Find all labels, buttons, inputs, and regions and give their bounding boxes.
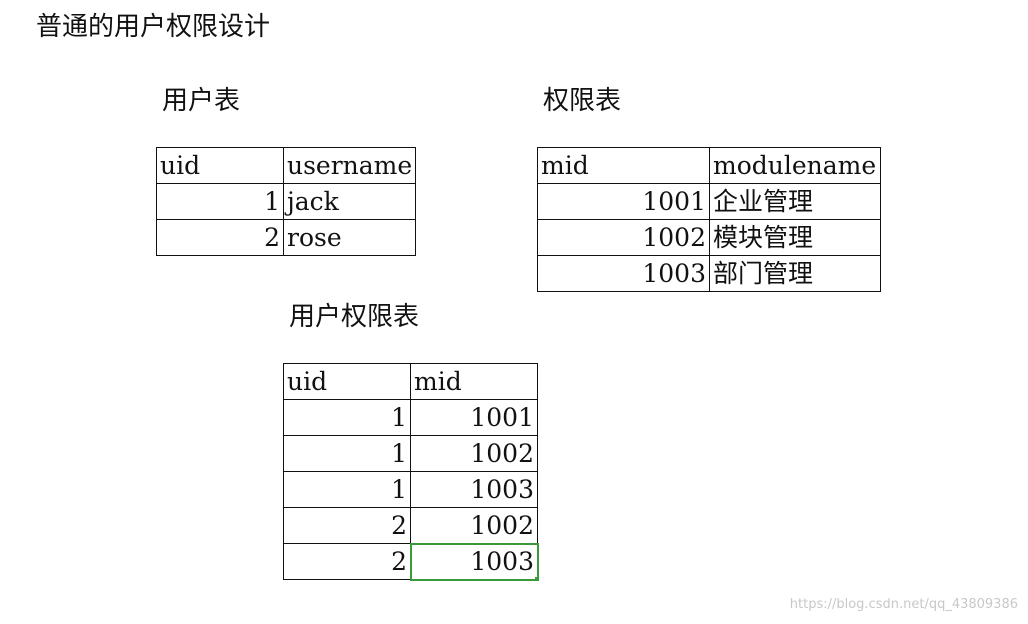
header-cell-mid[interactable]: mid bbox=[537, 147, 710, 184]
cell-uid[interactable]: 2 bbox=[283, 507, 411, 544]
cell-modulename[interactable]: 模块管理 bbox=[709, 219, 881, 256]
cell-modulename[interactable]: 部门管理 bbox=[709, 255, 881, 292]
page-title: 普通的用户权限设计 bbox=[36, 12, 271, 42]
table-header-row: uid username bbox=[156, 147, 417, 184]
users-table-title: 用户表 bbox=[162, 86, 241, 116]
table-row: 1002 模块管理 bbox=[537, 219, 881, 256]
table-row: 1 1002 bbox=[283, 435, 538, 472]
cell-uid[interactable]: 1 bbox=[156, 183, 284, 220]
cell-mid[interactable]: 1003 bbox=[537, 255, 710, 292]
header-cell-mid[interactable]: mid bbox=[410, 363, 538, 400]
table-row: 1003 部门管理 bbox=[537, 255, 881, 292]
table-row: 1 1001 bbox=[283, 399, 538, 436]
table-row: 2 rose bbox=[156, 219, 417, 256]
table-row: 2 1003 bbox=[283, 542, 539, 581]
permissions-table: mid modulename 1001 企业管理 1002 模块管理 1003 … bbox=[537, 147, 881, 292]
cell-mid[interactable]: 1003 bbox=[410, 471, 538, 508]
cell-uid[interactable]: 1 bbox=[283, 471, 411, 508]
selected-cell-mid[interactable]: 1003 bbox=[409, 542, 539, 581]
cell-uid[interactable]: 2 bbox=[283, 543, 411, 580]
header-cell-uid[interactable]: uid bbox=[156, 147, 284, 184]
cell-mid[interactable]: 1002 bbox=[410, 435, 538, 472]
user-permissions-table-title: 用户权限表 bbox=[289, 302, 420, 332]
users-table: uid username 1 jack 2 rose bbox=[156, 147, 417, 256]
header-cell-username[interactable]: username bbox=[282, 147, 417, 184]
cell-mid[interactable]: 1002 bbox=[537, 219, 710, 256]
cell-uid[interactable]: 1 bbox=[283, 435, 411, 472]
header-cell-modulename[interactable]: modulename bbox=[709, 147, 881, 184]
cell-modulename[interactable]: 企业管理 bbox=[709, 183, 881, 220]
cell-mid[interactable]: 1001 bbox=[537, 183, 710, 220]
user-permissions-table: uid mid 1 1001 1 1002 1 1003 2 1002 2 10… bbox=[283, 363, 539, 581]
cell-uid[interactable]: 2 bbox=[156, 219, 284, 256]
table-row: 1 jack bbox=[156, 183, 417, 220]
cell-username[interactable]: jack bbox=[282, 183, 417, 220]
permissions-table-title: 权限表 bbox=[543, 86, 622, 116]
header-cell-uid[interactable]: uid bbox=[283, 363, 411, 400]
cell-mid[interactable]: 1001 bbox=[410, 399, 538, 436]
table-row: 2 1002 bbox=[283, 507, 538, 544]
table-header-row: uid mid bbox=[283, 363, 538, 400]
cell-username[interactable]: rose bbox=[282, 219, 417, 256]
table-row: 1 1003 bbox=[283, 471, 538, 508]
table-header-row: mid modulename bbox=[537, 147, 881, 184]
cell-mid[interactable]: 1002 bbox=[410, 507, 538, 544]
cell-uid[interactable]: 1 bbox=[283, 399, 411, 436]
table-row: 1001 企业管理 bbox=[537, 183, 881, 220]
watermark: https://blog.csdn.net/qq_43809386 bbox=[789, 597, 1018, 612]
